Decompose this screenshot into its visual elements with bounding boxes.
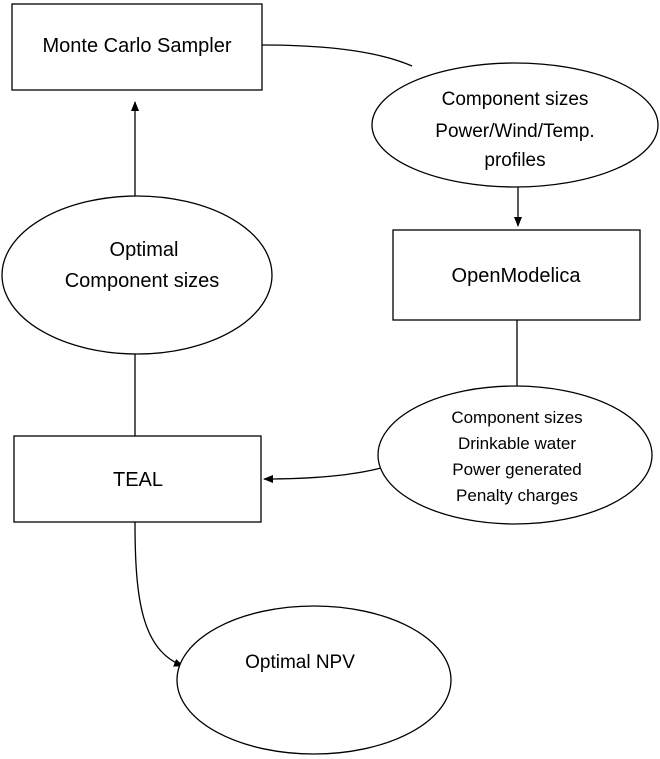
outputs-line-4: Penalty charges: [456, 486, 578, 505]
optimal-component-sizes-line-1: Optimal: [110, 239, 179, 261]
openmodelica-box: [392, 229, 641, 321]
node-optimal-component-sizes: Optimal Component sizes: [1, 195, 273, 355]
teal-label: TEAL: [113, 469, 163, 491]
outputs-line-1: Component sizes: [451, 408, 582, 427]
edges: [131, 44, 522, 667]
teal-box: [13, 435, 262, 523]
openmodelica-outputs-ellipse: [377, 385, 653, 525]
node-openmodelica: OpenModelica: [392, 229, 641, 321]
optimal-component-sizes-line-2: Component sizes: [65, 270, 220, 292]
optimal-npv-ellipse: [176, 605, 452, 755]
monte-carlo-sampler-box: [11, 3, 263, 91]
node-optimal-npv: Optimal NPV: [176, 605, 452, 755]
optimal-npv-label: Optimal NPV: [245, 652, 355, 673]
optimal-component-sizes-ellipse: [1, 195, 273, 355]
node-openmodelica-outputs: Component sizes Drinkable water Power ge…: [377, 385, 653, 525]
edge-teal-to-npv: [134, 521, 184, 667]
component-profiles-line-1: Component sizes: [442, 89, 589, 110]
component-profiles-line-3: profiles: [484, 150, 545, 171]
component-profiles-ellipse: [371, 62, 659, 188]
edge-sampler-to-profiles: [261, 44, 413, 67]
node-component-profiles: Component sizes Power/Wind/Temp. profile…: [371, 62, 659, 188]
node-teal: TEAL: [13, 435, 262, 523]
node-monte-carlo-sampler: Monte Carlo Sampler: [11, 3, 263, 91]
outputs-line-3: Power generated: [452, 460, 581, 479]
monte-carlo-sampler-label: Monte Carlo Sampler: [43, 35, 232, 57]
openmodelica-label: OpenModelica: [452, 265, 582, 287]
edge-outputs-to-teal: [263, 467, 382, 483]
component-profiles-line-2: Power/Wind/Temp.: [435, 121, 594, 142]
outputs-line-2: Drinkable water: [458, 434, 576, 453]
